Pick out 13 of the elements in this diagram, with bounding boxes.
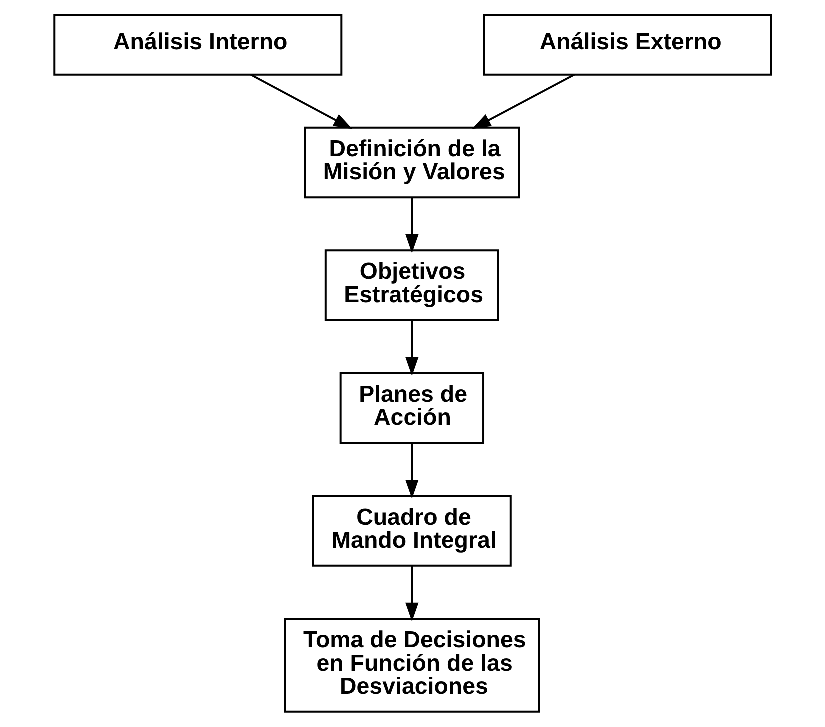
arrow: [405, 443, 418, 499]
node-box: Objetivos Estratégicos: [324, 250, 499, 322]
arrow: [405, 566, 418, 622]
node-box: Cuadro de Mando Integral: [312, 495, 512, 567]
node-box: Planes de Acción: [339, 372, 484, 444]
arrow: [405, 320, 418, 376]
arrow: [250, 74, 352, 130]
node-box: Análisis Externo: [482, 14, 772, 76]
arrow: [472, 74, 574, 130]
node-box: Análisis Interno: [53, 14, 342, 76]
node-box: Definición de la Misión y Valores: [304, 126, 520, 199]
arrow: [405, 198, 418, 254]
node-box: Toma de Decisiones en Función de las Desviaciones: [284, 618, 540, 713]
